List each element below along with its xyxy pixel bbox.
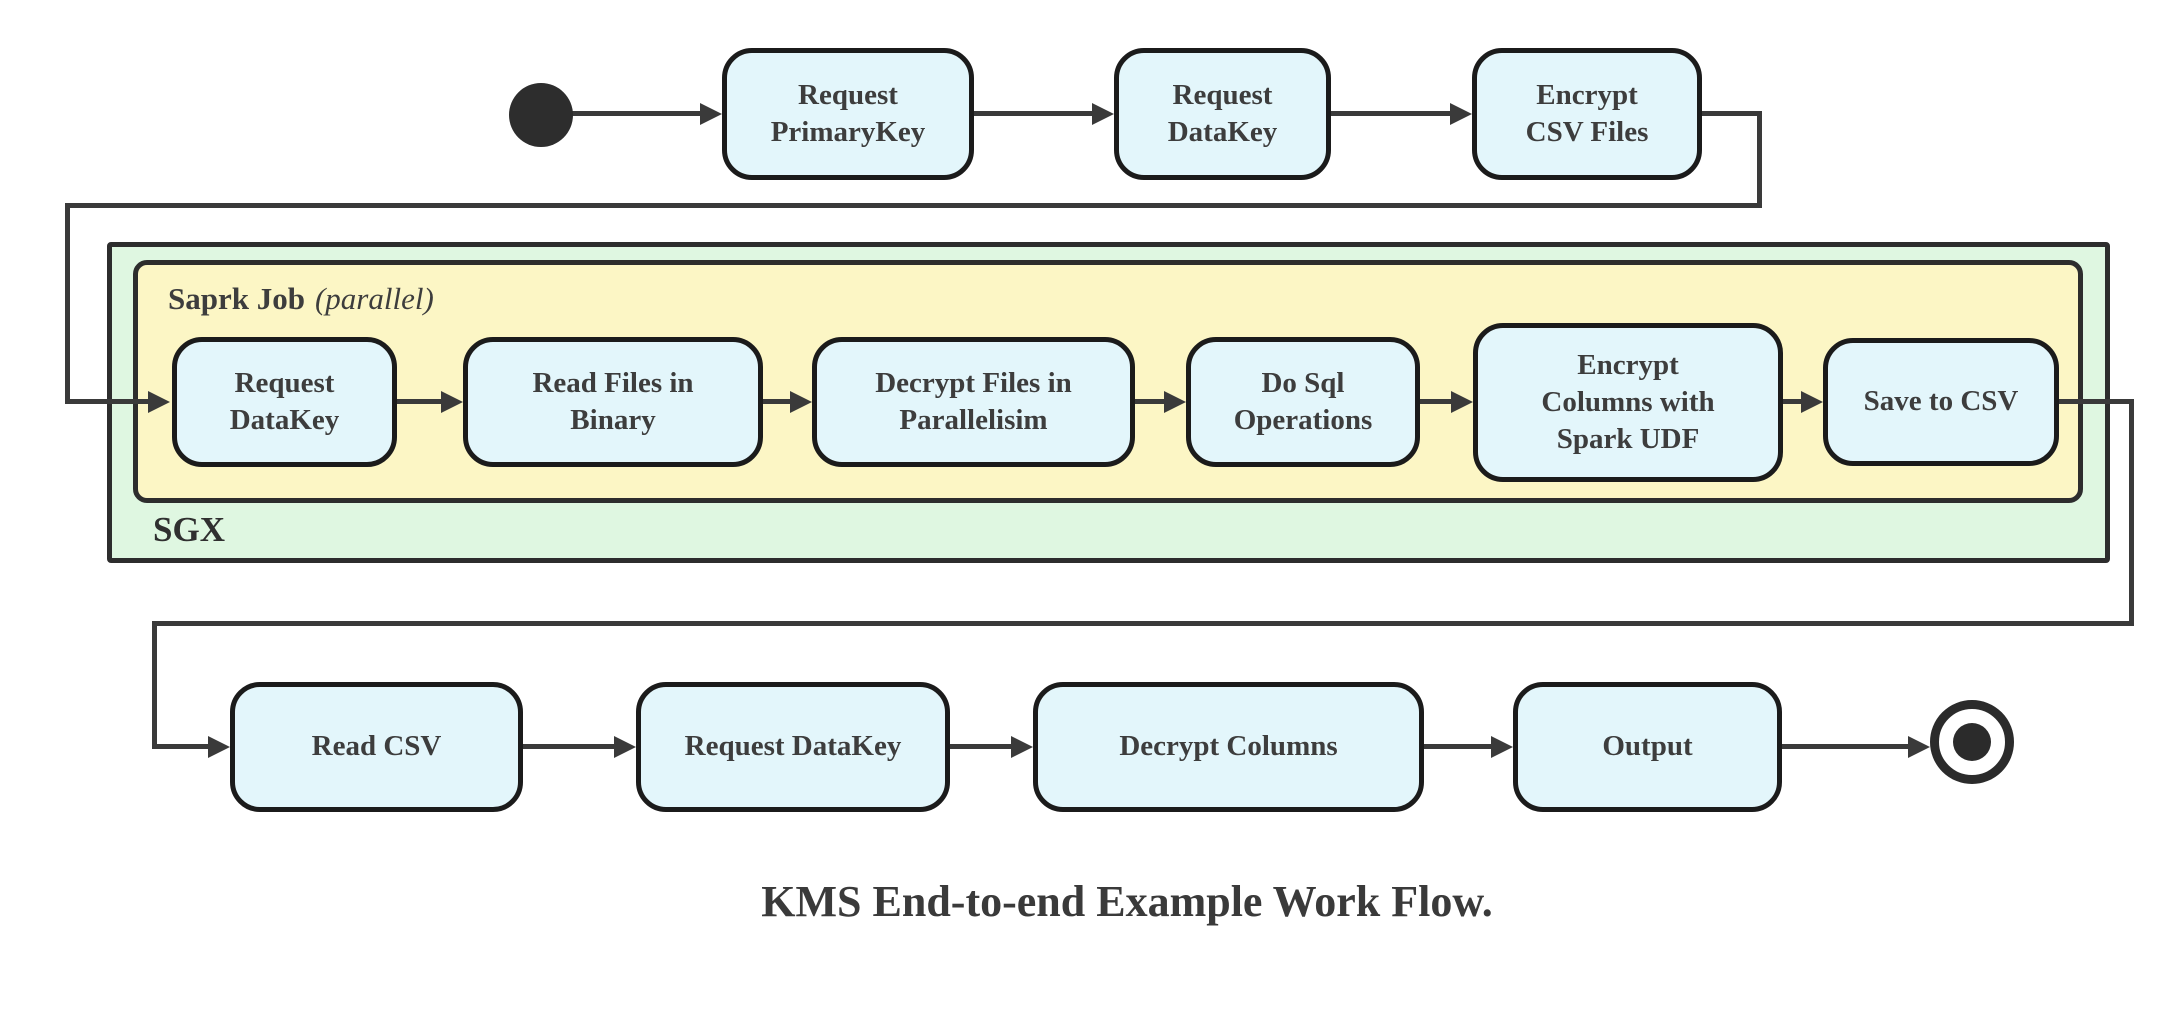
connector-line xyxy=(65,399,148,404)
node-decrypt-files-in-parallelisim: Decrypt Files in Parallelisim xyxy=(812,337,1135,467)
connector-line xyxy=(2129,399,2134,626)
connector-line xyxy=(152,744,208,749)
arrowhead-icon xyxy=(614,736,636,758)
diagram-caption: KMS End-to-end Example Work Flow. xyxy=(761,877,1493,926)
arrowhead-icon xyxy=(1164,391,1186,413)
node-encrypt-columns-with-spark-udf: Encrypt Columns with Spark UDF xyxy=(1473,323,1783,482)
connector-line xyxy=(523,744,616,749)
connector-line xyxy=(1135,399,1166,404)
connector-line xyxy=(1782,744,1910,749)
connector-line xyxy=(950,744,1013,749)
connector-line xyxy=(65,203,70,404)
node-encrypt-csv-files: Encrypt CSV Files xyxy=(1472,48,1702,180)
connector-line xyxy=(2059,399,2134,404)
arrowhead-icon xyxy=(1011,736,1033,758)
connector-line xyxy=(1420,399,1453,404)
node-save-to-csv: Save to CSV xyxy=(1823,338,2059,466)
node-sgx-request-datakey: Request DataKey xyxy=(172,337,397,467)
node-do-sql-operations: Do Sql Operations xyxy=(1186,337,1420,467)
arrowhead-icon xyxy=(148,391,170,413)
connector-line xyxy=(1424,744,1493,749)
connector-line xyxy=(1757,111,1762,208)
end-state-dot xyxy=(1953,723,1991,761)
arrowhead-icon xyxy=(208,736,230,758)
spark-job-title-mode: (parallel) xyxy=(314,281,434,316)
arrowhead-icon xyxy=(1450,103,1472,125)
node-decrypt-columns: Decrypt Columns xyxy=(1033,682,1424,812)
arrowhead-icon xyxy=(1092,103,1114,125)
connector-line xyxy=(571,111,702,116)
node-read-files-in-binary: Read Files in Binary xyxy=(463,337,763,467)
connector-line xyxy=(763,399,792,404)
node-request-datakey-top: Request DataKey xyxy=(1114,48,1331,180)
sgx-label: SGX xyxy=(153,510,225,549)
connector-line xyxy=(1331,111,1452,116)
connector-line xyxy=(1783,399,1803,404)
node-output: Output xyxy=(1513,682,1782,812)
connector-line xyxy=(152,621,2134,626)
node-request-datakey-bottom: Request DataKey xyxy=(636,682,950,812)
spark-job-title: Saprk Job (parallel) xyxy=(168,281,434,317)
node-request-primarykey: Request PrimaryKey xyxy=(722,48,974,180)
connector-line xyxy=(974,111,1094,116)
arrowhead-icon xyxy=(441,391,463,413)
node-read-csv: Read CSV xyxy=(230,682,523,812)
spark-job-title-name: Saprk Job xyxy=(168,281,305,316)
start-state-icon xyxy=(509,83,573,147)
arrowhead-icon xyxy=(1801,391,1823,413)
end-state-icon xyxy=(1930,700,2014,784)
arrowhead-icon xyxy=(1908,736,1930,758)
arrowhead-icon xyxy=(700,103,722,125)
connector-line xyxy=(65,203,1762,208)
connector-line xyxy=(397,399,443,404)
arrowhead-icon xyxy=(1491,736,1513,758)
arrowhead-icon xyxy=(1451,391,1473,413)
connector-line xyxy=(152,621,157,749)
arrowhead-icon xyxy=(790,391,812,413)
connector-line xyxy=(1702,111,1762,116)
